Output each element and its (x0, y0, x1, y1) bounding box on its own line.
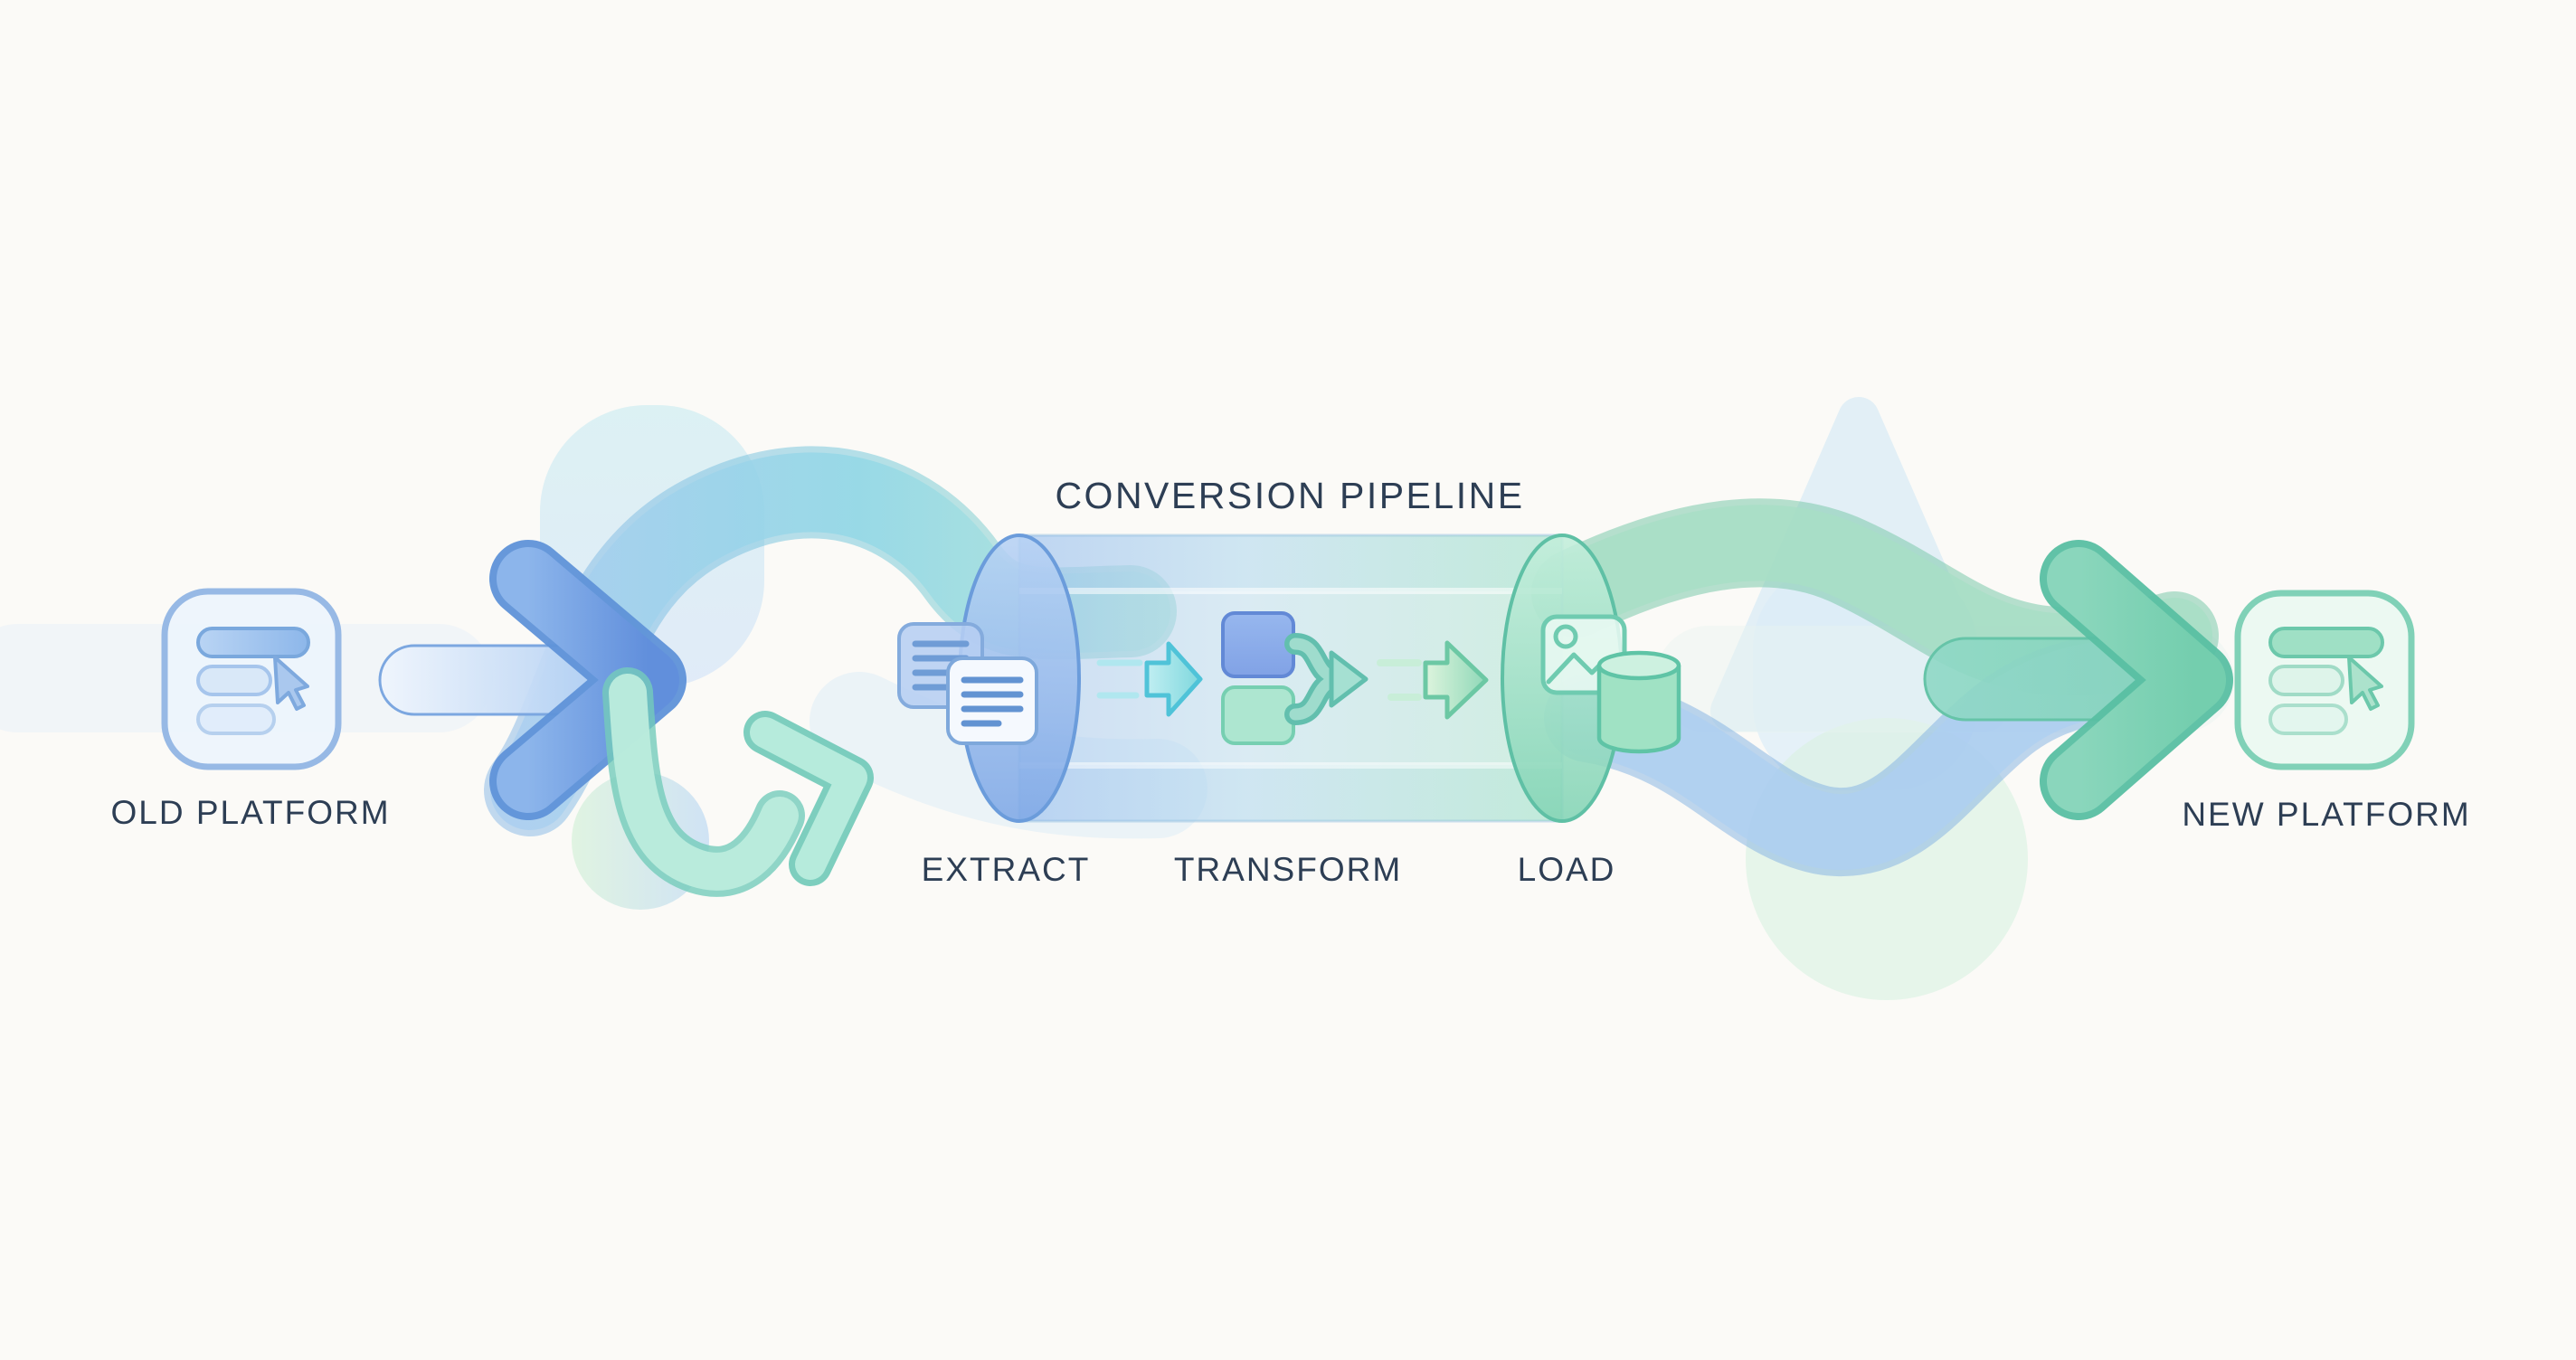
new-platform-label: NEW PLATFORM (2182, 796, 2471, 833)
flow-arrow-transform-to-load-icon (1377, 640, 1489, 720)
speed-lines (1377, 659, 1422, 701)
transform-block-green (1221, 685, 1295, 745)
list-bar (196, 627, 310, 658)
teal-loop-arrow (602, 667, 874, 897)
old-platform-label: OLD PLATFORM (110, 794, 391, 831)
speed-lines (1096, 659, 1143, 699)
stage-label-transform: TRANSFORM (1173, 851, 1403, 888)
list-bar (196, 704, 276, 735)
transform-block-blue (1221, 611, 1295, 678)
old-platform-icon (161, 588, 342, 770)
stage-label-extract: EXTRACT (921, 851, 1091, 888)
document-card-front (946, 656, 1038, 745)
list-bar (2268, 627, 2384, 658)
list-bar (2268, 665, 2344, 696)
diagram-title: CONVERSION PIPELINE (1055, 475, 1525, 516)
new-platform-icon (2234, 590, 2415, 770)
target-arrow (1923, 540, 2233, 820)
extract-documents-icon (897, 622, 1038, 745)
transform-blocks-icon (1221, 611, 1368, 745)
stage-label-load: LOAD (1517, 851, 1616, 888)
pipeline-cylinder (958, 534, 1624, 823)
load-database-icon (1596, 650, 1681, 754)
image-sun-dot (1553, 624, 1578, 649)
branch-merge-arrow (1284, 633, 1368, 725)
flow-arrow-extract-to-transform-icon (1096, 641, 1203, 717)
list-bar (196, 665, 272, 696)
list-bar (2268, 704, 2348, 735)
